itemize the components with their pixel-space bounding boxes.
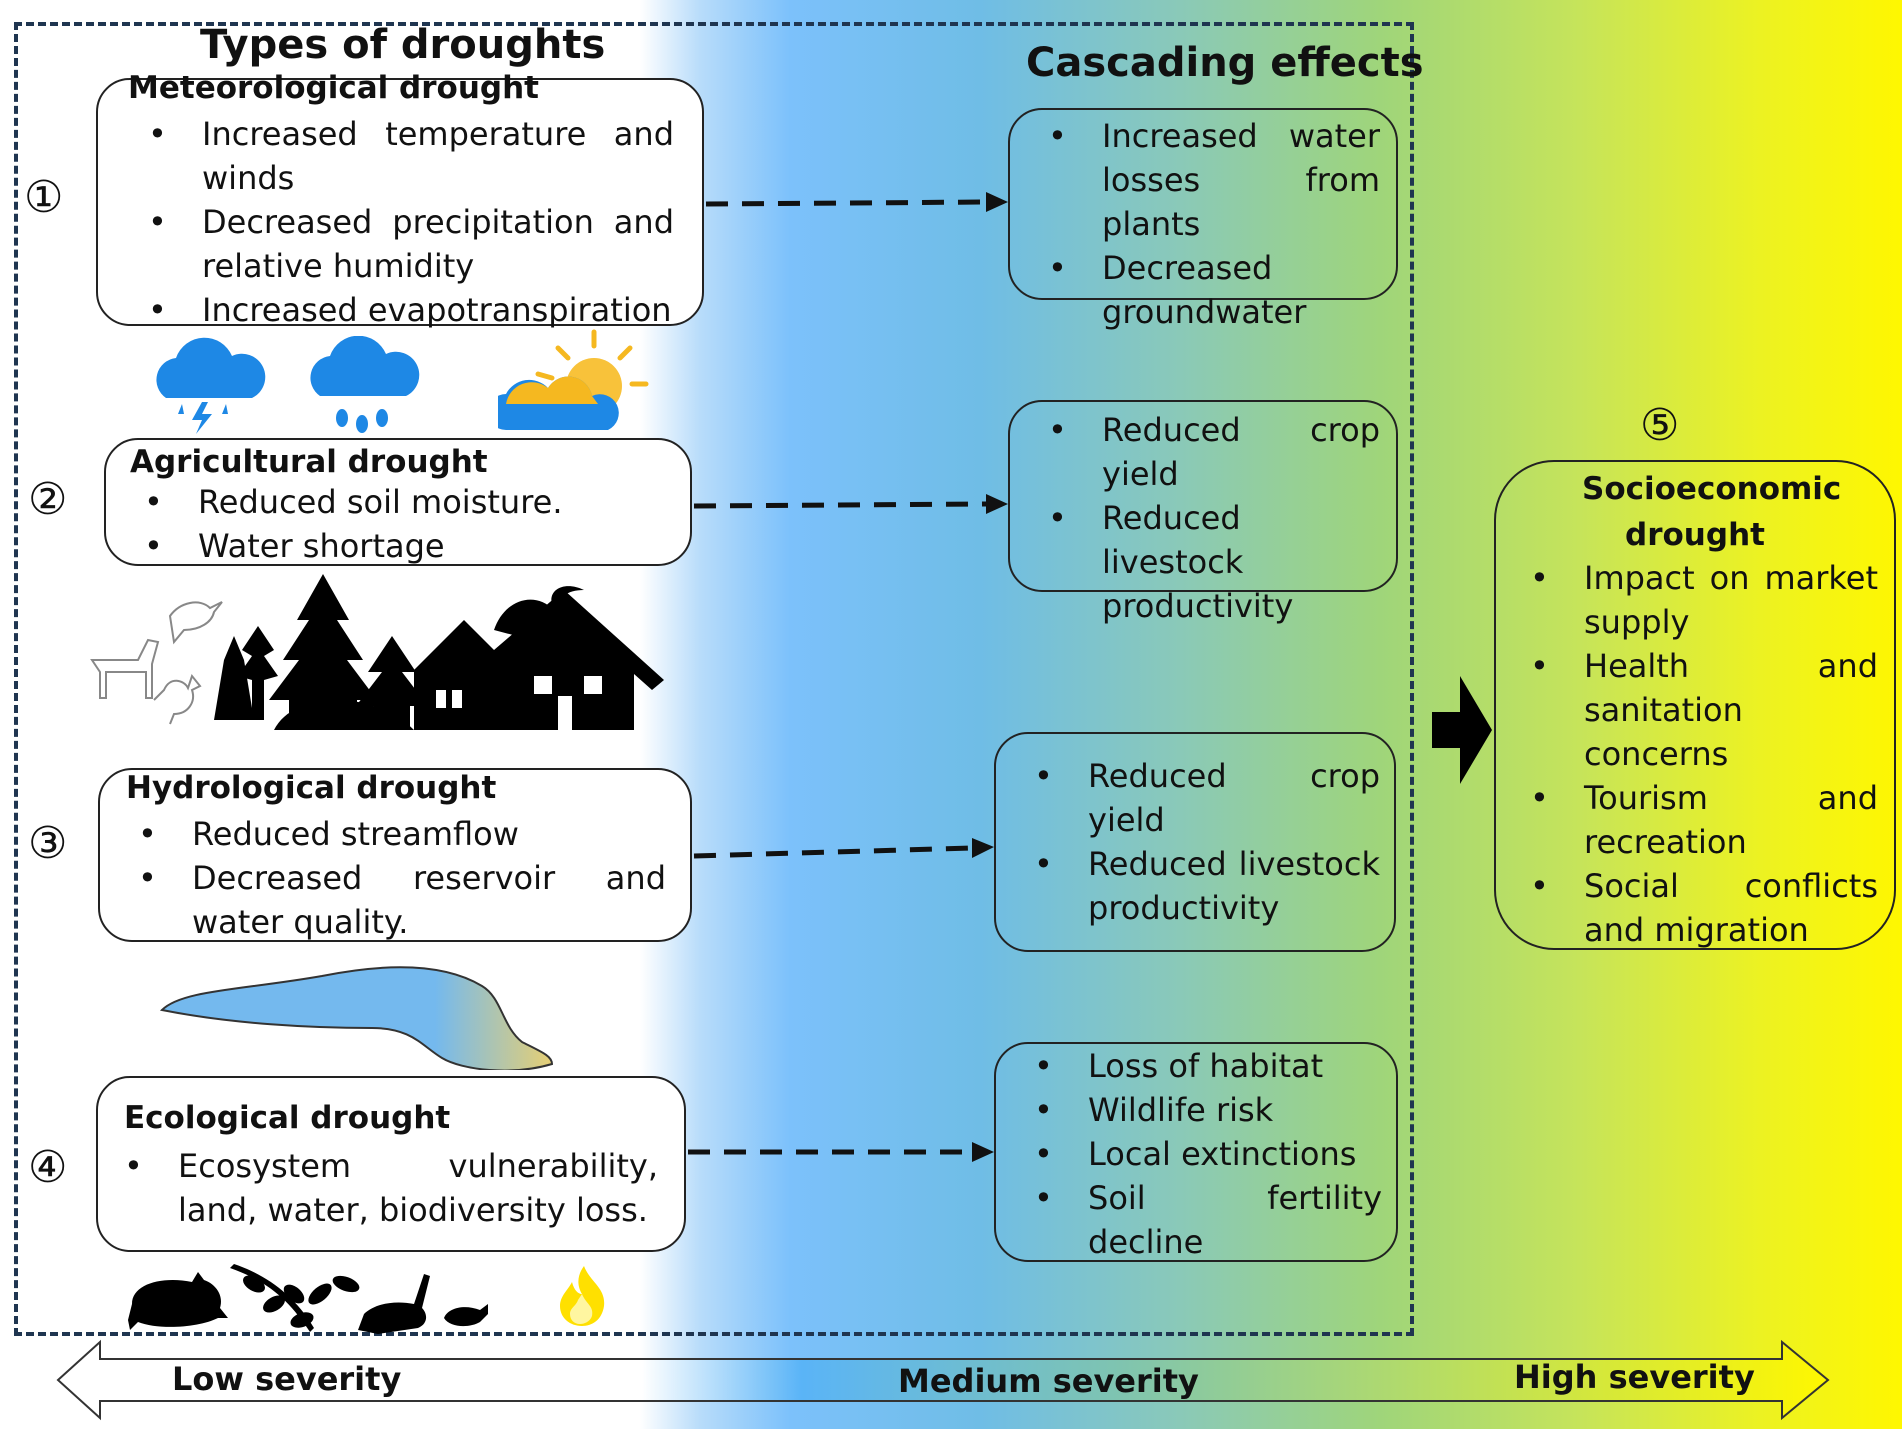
list-item: Decreased reservoir and water quality. [120,856,666,944]
effect-box-4: Loss of habitat Wildlife risk Local exti… [994,1042,1398,1262]
list-item: Decreased precipitation and relative hum… [130,200,674,288]
list-item: Increased water losses from plants [1030,114,1380,246]
list-item: Reduced soil moisture. [126,480,666,524]
list-item: Ecosystem vulnerability, land, water, bi… [106,1144,658,1232]
effect-list-2: Reduced crop yield Reduced livestock pro… [1030,408,1380,628]
list-item: Tourism and recreation [1512,776,1878,864]
fire-icon [560,1266,605,1326]
arrow-3-head [972,838,994,858]
arrow-2-head [986,494,1008,514]
arrow-2-line [693,501,989,509]
low-severity-label: Low severity [172,1360,402,1398]
arrow-3-line [693,845,973,859]
meteorological-list: Increased temperature and winds Decrease… [130,112,674,332]
list-item: Reduced livestock productivity [1030,496,1380,628]
number-5: ⑤ [1640,400,1680,451]
number-2: ② [28,474,68,525]
farm-village-silhouette-icon [90,574,664,730]
drought-types-frame [14,22,1414,1336]
meteorological-drought-box: Increased temperature and winds Decrease… [96,78,704,332]
effect-box-3: Reduced crop yield Reduced livestock pro… [994,732,1396,952]
list-item: Reduced crop yield [1030,408,1380,496]
high-severity-label: High severity [1514,1358,1755,1396]
effect-list-3: Reduced crop yield Reduced livestock pro… [1016,754,1380,930]
partly-sunny-icon [498,329,649,430]
socioeconomic-title: Socioeconomic drought [1582,471,1842,553]
arrow-1-head [986,192,1008,212]
socioeconomic-drought-box: Socioeconomic drought Impact on market s… [1494,460,1896,950]
list-item: Increased temperature and winds [130,112,674,200]
list-item: Soil fertility decline [1016,1176,1382,1264]
types-heading: Types of droughts [200,22,606,68]
hydrological-drought-box: Hydrological drought Reduced streamflow … [98,768,692,942]
list-item: Reduced livestock productivity [1016,842,1380,930]
agricultural-list: Reduced soil moisture. Water shortage [126,480,666,568]
list-item: Reduced streamflow [120,812,666,856]
hydrological-title: Hydrological drought [126,770,497,806]
list-item: Health and sanitation concerns [1512,644,1878,776]
effect-list-1: Increased water losses from plants Decre… [1030,114,1380,334]
arrow-4-head [972,1142,994,1162]
list-item: Impact on market supply [1512,556,1878,644]
number-4: ④ [28,1142,68,1193]
effect-box-2: Reduced crop yield Reduced livestock pro… [1008,400,1398,625]
number-1: ① [24,172,64,223]
to-socioeconomic-arrow [1432,676,1492,784]
ecological-drought-box: Ecological drought Ecosystem vulnerabili… [96,1076,686,1252]
list-item: Wildlife risk [1016,1088,1382,1132]
list-item: Increased evapotranspiration [130,288,674,332]
list-item: Social conflicts and migration [1512,864,1878,952]
storm-cloud-icon [156,337,266,434]
effect-list-4: Loss of habitat Wildlife risk Local exti… [1016,1044,1382,1264]
ecological-list: Ecosystem vulnerability, land, water, bi… [106,1144,658,1232]
number-3: ③ [28,818,68,869]
agricultural-title: Agricultural drought [130,444,488,480]
meteorological-title: Meteorological drought [128,70,539,106]
list-item: Decreased groundwater [1030,246,1380,334]
list-item: Water shortage [126,524,666,568]
cascading-heading: Cascading effects [1026,40,1424,86]
hydrological-list: Reduced streamflow Decreased reservoir a… [120,812,666,944]
socioeconomic-list: Impact on market supply Health and sanit… [1512,556,1878,952]
list-item: Local extinctions [1016,1132,1382,1176]
rain-cloud-icon [310,336,420,433]
list-item: Loss of habitat [1016,1044,1382,1088]
medium-severity-label: Medium severity [898,1362,1199,1400]
ecological-title: Ecological drought [124,1100,451,1136]
agricultural-drought-box: Agricultural drought Reduced soil moistu… [104,438,692,568]
lake-icon [159,966,554,1070]
effect-box-1: Increased water losses from plants Decre… [1008,108,1398,331]
dead-animals-icon [128,1264,488,1334]
list-item: Reduced crop yield [1016,754,1380,842]
arrow-1-line [705,199,989,207]
